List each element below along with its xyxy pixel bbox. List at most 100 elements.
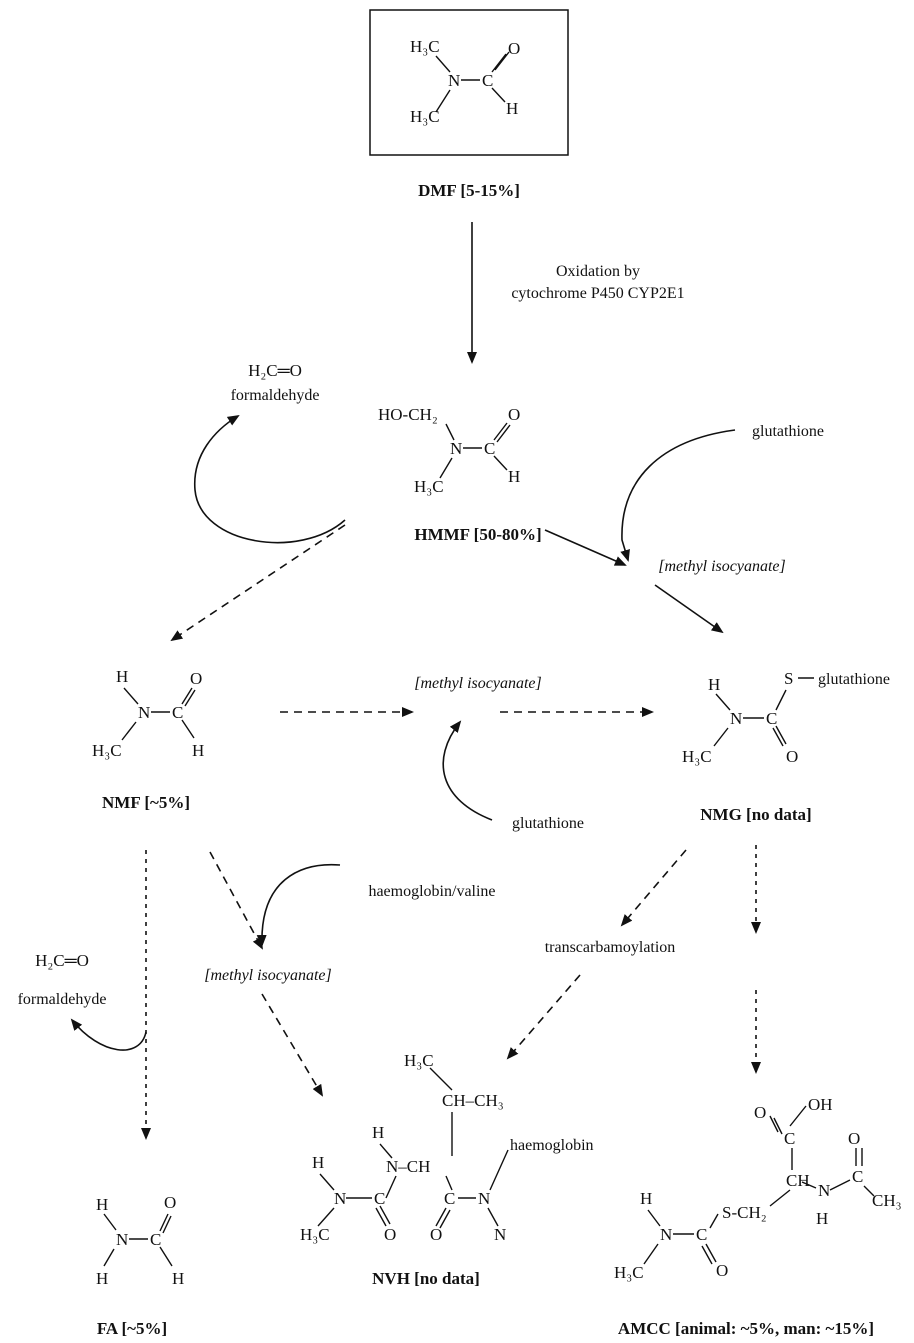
nvh-bonds [317,1067,509,1229]
fa-oxygen: O [164,1193,176,1212]
arrow-hmmf-to-nmf [170,524,346,642]
amcc-methyl: H₃C [614,1263,644,1282]
dmf-box [369,9,569,156]
dmf-hydrogen: H [506,99,518,118]
amcc-carbamoyl-nitrogen: N [660,1225,672,1244]
nvh-structure: H₃C CH–CH₃ H N–CH haemoglobin H N C H₃C … [300,1051,594,1288]
hmmf-methyl: H₃C [414,477,444,496]
nmg-nh-hydrogen: H [708,675,720,694]
arrow-mic-left-to-nvh [261,993,324,1097]
hmmf-nitrogen: N [450,439,462,458]
amcc-acid-oxygen: O [754,1103,766,1122]
nvh-n-ch: N–CH [386,1157,430,1176]
amcc-acetyl-oxygen: O [848,1129,860,1148]
nvh-n2: N [478,1189,490,1208]
nmg-sulfur: S [784,669,793,688]
nmf-structure: H N C O H H₃C NMF [~5%] [92,667,204,812]
amcc-structure: OH O C CH N H C O CH₃ S-CH₂ H N C H₃C O … [614,1095,902,1338]
nmg-methyl: H₃C [682,747,712,766]
hmmf-carbon: C [484,439,495,458]
nvh-carbonyl-carbon: C [444,1189,455,1208]
amcc-acetyl-carbon: C [852,1167,863,1186]
nmf-bonds [121,687,196,741]
fa-hydrogen: H [172,1269,184,1288]
nmg-label: NMG [no data] [700,805,811,824]
fa-nh-hydrogen-bottom: H [96,1269,108,1288]
hmmf-bonds [439,422,511,479]
hmmf-oxygen: O [508,405,520,424]
nvh-nh-hydrogen: H [372,1123,384,1142]
nmg-nitrogen: N [730,709,742,728]
dmf-carbon: C [482,71,493,90]
nmf-label: NMF [~5%] [102,793,190,812]
nvh-oxygen-right: O [430,1225,442,1244]
hmmf-structure: HO-CH₂ H₃C N C O H HMMF [50-80%] [378,405,542,544]
arrow-nmf-to-mic-left [209,851,263,950]
amcc-carbamoyl-oxygen: O [716,1261,728,1280]
formaldehyde-left-name: formaldehyde [18,991,107,1008]
nvh-left-carbon: C [374,1189,385,1208]
arrow-curve-to-formaldehyde-left [70,1018,147,1051]
hmmf-hydrogen: H [508,467,520,486]
arrow-nmg-to-transcarbamoylation [620,849,687,927]
formaldehyde-top-name: formaldehyde [231,387,320,404]
amcc-alpha-ch: CH [786,1171,810,1190]
dmf-methyl-bottom: H₃C [410,107,440,126]
amcc-carbamoyl-h: H [640,1189,652,1208]
oxidation-label-line2: cytochrome P450 CYP2E1 [511,285,684,302]
dmf-nitrogen: N [448,71,460,90]
nvh-n3: N [494,1225,506,1244]
fa-label: FA [~5%] [97,1319,167,1338]
dmf-methyl-top: H₃C [410,37,440,56]
nmg-glutathione: glutathione [818,671,890,688]
formaldehyde-left-formula: H₂C═O [35,951,89,970]
arrow-curve-to-formaldehyde-top [194,414,346,544]
nmf-hydrogen: H [192,741,204,760]
formaldehyde-top-formula: H₂C═O [248,361,302,380]
amcc-label: AMCC [animal: ~5%, man: ~15%] [618,1319,874,1338]
dmf-bonds [435,51,510,113]
amcc-acid-carbon: C [784,1129,795,1148]
nmg-oxygen: O [786,747,798,766]
fa-structure: H N C O H H FA [~5%] [96,1193,184,1338]
amcc-hydroxyl: OH [808,1095,833,1114]
arrow-curve-glutathione-top [620,429,736,562]
arrow-curve-haemoglobin [256,863,341,947]
nvh-left-hydrogen: H [312,1153,324,1172]
nvh-methyl-top: H₃C [404,1051,434,1070]
nmf-methyl: H₃C [92,741,122,760]
arrow-mic-to-nmg [654,584,724,634]
nmf-nitrogen: N [138,703,150,722]
hmmf-hydroxymethyl: HO-CH₂ [378,405,438,424]
dmf-structure: H₃C H₃C N C O H DMF [5-15%] [369,9,569,200]
arrow-transcarbamoylation-to-nvh [506,974,581,1060]
glutathione-mid-label: glutathione [512,815,584,832]
fa-bonds [103,1213,173,1267]
nvh-oxygen-left: O [384,1225,396,1244]
fa-nitrogen: N [116,1230,128,1249]
nmf-oxygen: O [190,669,202,688]
methyl-isocyanate-left: [methyl isocyanate] [204,967,332,984]
dmf-label: DMF [5-15%] [418,181,520,200]
methyl-isocyanate-mid: [methyl isocyanate] [414,675,542,692]
nvh-ch-ch3: CH–CH₃ [442,1091,504,1110]
oxidation-label-line1: Oxidation by [556,263,640,280]
amcc-bonds [643,1105,875,1265]
amcc-s-ch2: S-CH₂ [722,1203,767,1222]
haemoglobin-valine-label: haemoglobin/valine [368,883,495,900]
nvh-left-nitrogen: N [334,1189,346,1208]
amcc-acetyl-methyl: CH₃ [872,1191,902,1210]
nmg-carbon: C [766,709,777,728]
amcc-carbamoyl-carbon: C [696,1225,707,1244]
methyl-isocyanate-top: [methyl isocyanate] [658,558,786,575]
nvh-label: NVH [no data] [372,1269,480,1288]
nvh-methyl: H₃C [300,1225,330,1244]
arrow-hmmf-to-mic [544,529,627,566]
nmf-nh-hydrogen: H [116,667,128,686]
fa-carbon: C [150,1230,161,1249]
amcc-nh-hydrogen: H [816,1209,828,1228]
transcarbamoylation-label: transcarbamoylation [545,939,676,956]
nmg-bonds [713,677,814,747]
nmg-structure: H N C S glutathione O H₃C NMG [no data] [682,669,890,824]
